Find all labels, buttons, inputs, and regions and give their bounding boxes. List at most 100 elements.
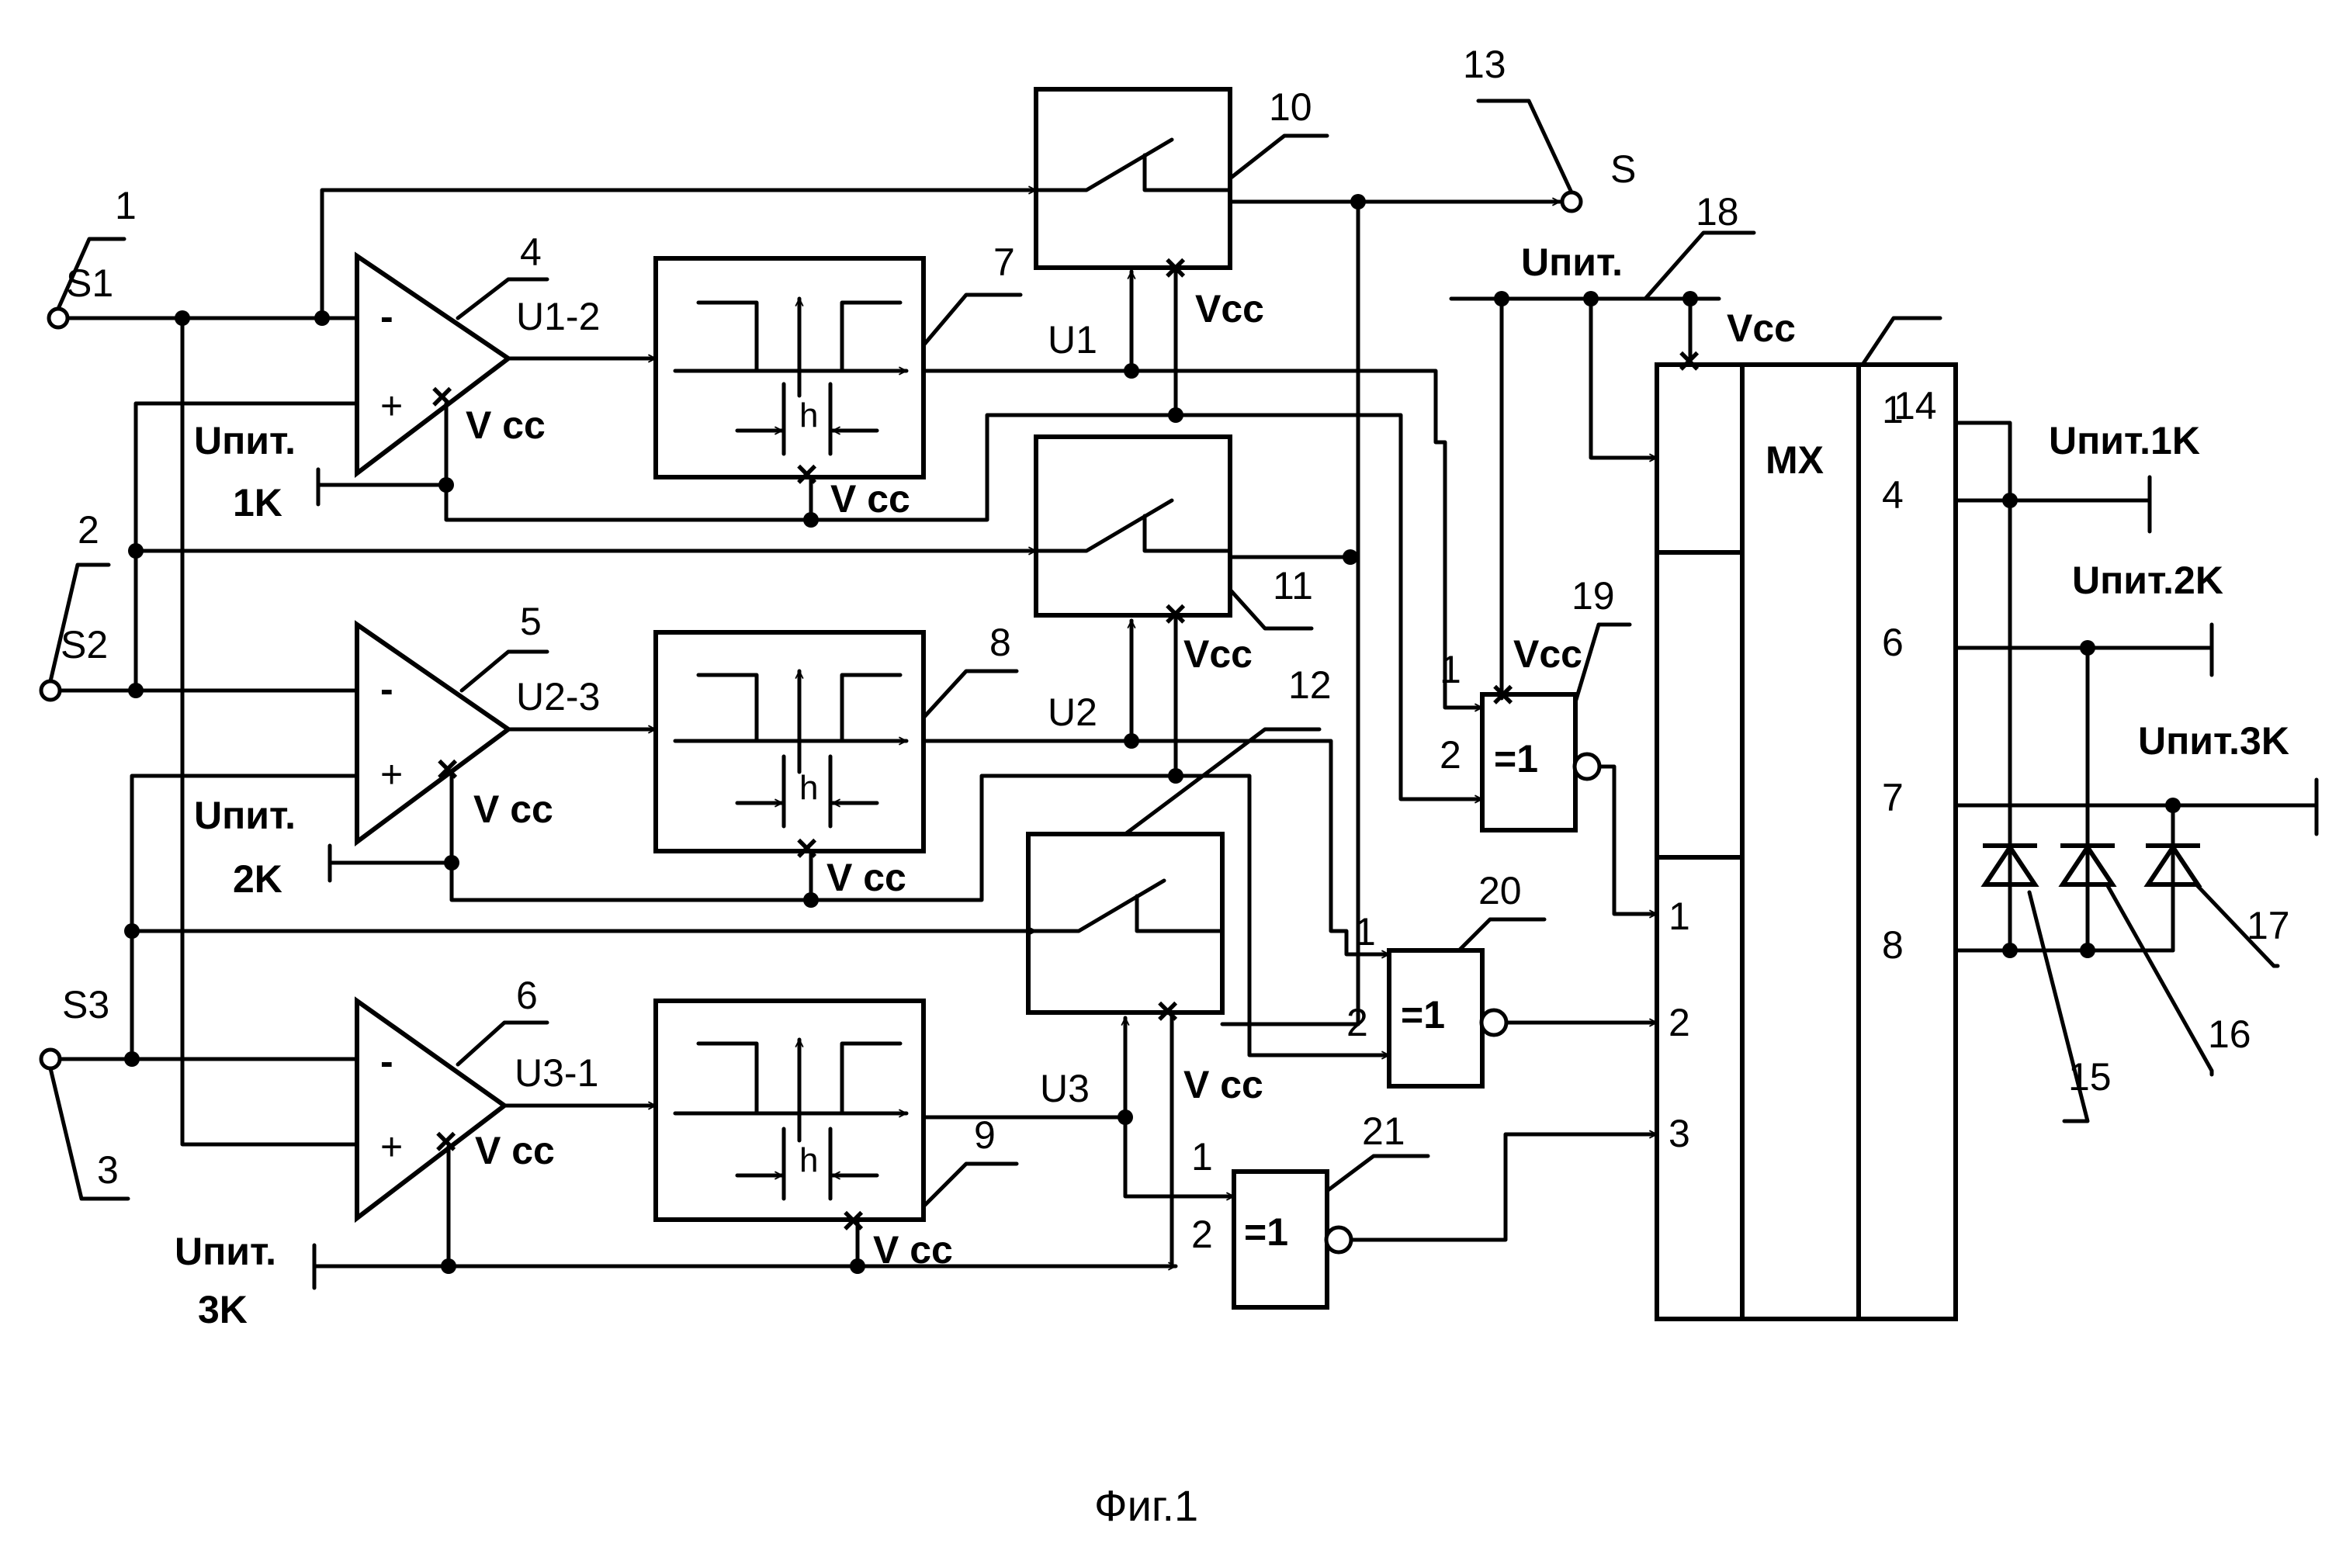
svg-text:1: 1 — [115, 184, 137, 227]
svg-text:4: 4 — [1882, 473, 1904, 517]
svg-text:1: 1 — [1354, 910, 1376, 954]
svg-text:1K: 1K — [233, 481, 282, 524]
svg-text:3: 3 — [97, 1148, 119, 1192]
svg-text:U1-2: U1-2 — [516, 295, 600, 338]
input-terminal-s1: S1 1 — [49, 184, 137, 327]
svg-text:18: 18 — [1696, 190, 1739, 234]
svg-text:V cc: V cc — [475, 1129, 555, 1172]
svg-text:Vcc: Vcc — [1727, 306, 1796, 350]
comparator-4: - + U1-2 4 × V cc Uпит. 1K — [194, 230, 1176, 524]
svg-text:15: 15 — [2068, 1055, 2112, 1099]
svg-text:2: 2 — [1346, 1001, 1368, 1044]
input-terminal-s2: S2 2 — [41, 508, 109, 700]
svg-text:2: 2 — [1440, 733, 1461, 777]
svg-text:7: 7 — [993, 241, 1015, 284]
svg-text:×: × — [435, 1120, 457, 1163]
svg-text:1: 1 — [1440, 648, 1461, 691]
svg-text:2: 2 — [78, 508, 99, 552]
svg-text:=1: =1 — [1244, 1210, 1288, 1254]
svg-text:10: 10 — [1269, 85, 1312, 129]
diode-17: 17 — [2146, 805, 2290, 966]
svg-text:20: 20 — [1478, 869, 1522, 912]
svg-text:19: 19 — [1572, 574, 1615, 618]
svg-text:+: + — [380, 384, 403, 427]
trigger-block-7: h 7 × V cc — [656, 241, 1021, 528]
svg-text:+: + — [380, 1125, 403, 1168]
svg-text:1: 1 — [1669, 895, 1690, 938]
svg-text:-: - — [380, 1040, 393, 1083]
svg-text:Uпит.1K: Uпит.1K — [2049, 419, 2200, 462]
multiplexer-14: MX 14 1 2 3 1 4 6 7 8 — [1657, 318, 1956, 1319]
svg-text:×: × — [1156, 989, 1179, 1033]
svg-text:2: 2 — [1191, 1213, 1213, 1256]
output-terminal-s: 13 S — [1463, 43, 1636, 211]
switch-10: 10 × Vcc — [1036, 85, 1327, 331]
svg-text:5: 5 — [520, 600, 542, 643]
comparator-6: - + U3-1 6 × V cc Uпит. 3K — [175, 974, 1176, 1331]
svg-text:×: × — [431, 375, 453, 418]
svg-text:2: 2 — [1669, 1001, 1690, 1044]
svg-text:U3-1: U3-1 — [515, 1051, 598, 1095]
svg-text:Vcc: Vcc — [1513, 632, 1582, 676]
svg-text:U2-3: U2-3 — [516, 675, 600, 718]
svg-text:U1: U1 — [1048, 318, 1097, 362]
svg-text:8: 8 — [1882, 923, 1904, 967]
svg-text:MX: MX — [1766, 438, 1824, 482]
svg-text:h: h — [799, 1141, 818, 1179]
svg-text:Vcc: Vcc — [1195, 287, 1264, 331]
figure-caption: Фиг.1 — [1094, 1481, 1198, 1530]
svg-text:+: + — [380, 753, 403, 796]
svg-text:Uпит.: Uпит. — [194, 419, 296, 462]
svg-text:4: 4 — [520, 230, 542, 274]
svg-text:1: 1 — [1191, 1135, 1213, 1179]
svg-text:V cc: V cc — [1183, 1063, 1263, 1106]
xor-gate-21: =1 1 2 21 — [1191, 1109, 1657, 1307]
svg-text:Uпит.2K: Uпит.2K — [2072, 559, 2223, 602]
svg-text:2K: 2K — [233, 857, 282, 901]
svg-text:×: × — [795, 826, 818, 870]
svg-text:7: 7 — [1882, 776, 1904, 819]
svg-text:3: 3 — [1669, 1112, 1690, 1155]
trigger-block-8: h 8 × V cc — [656, 621, 1017, 908]
svg-text:Uпит.: Uпит. — [175, 1230, 276, 1273]
svg-text:Uпит.3K: Uпит.3K — [2138, 719, 2289, 763]
svg-text:×: × — [436, 747, 459, 791]
svg-text:3K: 3K — [198, 1288, 248, 1331]
diode-16: 16 — [2060, 648, 2251, 1075]
svg-text:17: 17 — [2247, 904, 2290, 947]
svg-text:16: 16 — [2208, 1012, 2251, 1056]
svg-text:h: h — [799, 769, 818, 807]
svg-text:×: × — [1492, 673, 1514, 716]
svg-text:×: × — [795, 452, 818, 496]
svg-text:6: 6 — [1882, 621, 1904, 664]
svg-text:S1: S1 — [66, 261, 113, 305]
svg-text:S3: S3 — [62, 983, 109, 1026]
svg-text:S2: S2 — [61, 623, 108, 666]
svg-text:V cc: V cc — [473, 787, 553, 831]
svg-text:=1: =1 — [1494, 737, 1538, 781]
svg-text:h: h — [799, 396, 818, 434]
xor-gate-20: =1 1 2 20 — [1346, 869, 1657, 1086]
svg-text:Uпит.: Uпит. — [1521, 241, 1623, 284]
svg-text:×: × — [842, 1199, 865, 1242]
trigger-block-9: h 9 × V cc — [656, 1001, 1017, 1272]
svg-text:U2: U2 — [1048, 691, 1097, 734]
svg-text:11: 11 — [1273, 564, 1313, 607]
svg-text:9: 9 — [974, 1113, 996, 1157]
svg-text:13: 13 — [1463, 43, 1506, 86]
svg-text:×: × — [1678, 339, 1700, 382]
input-terminal-s3: S3 3 — [41, 983, 128, 1199]
svg-text:U3: U3 — [1040, 1067, 1090, 1110]
svg-text:6: 6 — [516, 974, 538, 1017]
svg-text:V cc: V cc — [466, 403, 546, 447]
svg-text:V cc: V cc — [826, 856, 906, 899]
svg-text:V cc: V cc — [830, 477, 910, 521]
svg-text:21: 21 — [1362, 1109, 1405, 1153]
svg-text:1: 1 — [1882, 388, 1904, 431]
svg-text:12: 12 — [1288, 663, 1332, 707]
svg-text:S: S — [1610, 147, 1636, 191]
svg-text:-: - — [380, 295, 393, 338]
svg-text:8: 8 — [989, 621, 1011, 664]
svg-text:-: - — [380, 667, 393, 711]
